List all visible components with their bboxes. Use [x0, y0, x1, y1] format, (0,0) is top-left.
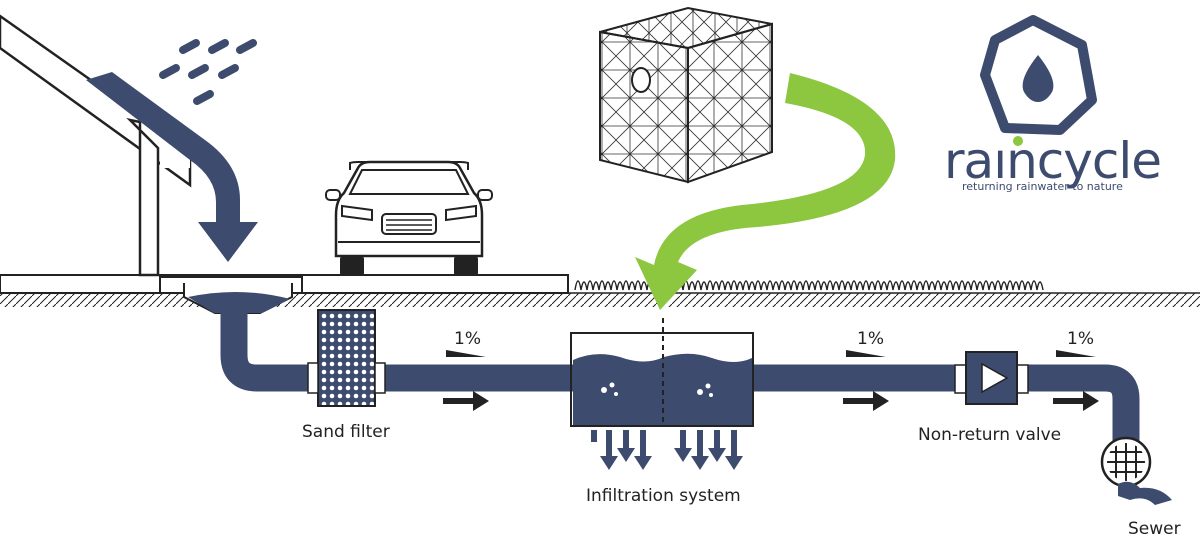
infiltration-system [570, 318, 754, 427]
raincycle-logo: raıncycle returning rainwater to nature [944, 15, 1162, 193]
non-return-valve-icon [954, 351, 1029, 405]
logo-name-i: ı [993, 132, 1006, 190]
sewer-grate-icon [1100, 436, 1172, 505]
car-icon [325, 160, 493, 276]
roof-icon [0, 14, 192, 277]
slope-label-2: 1% [857, 329, 884, 349]
rain-icon [159, 39, 257, 105]
label-non-return-valve: Non-return valve [918, 425, 1061, 445]
logo-name-part1: ra [944, 132, 993, 190]
green-arrow [635, 73, 896, 310]
runoff-flow [86, 72, 258, 262]
label-infiltration-system: Infiltration system [586, 486, 741, 506]
label-sewer: Sewer [1128, 519, 1181, 539]
crate-icon [599, 6, 773, 184]
infiltration-arrows [591, 430, 743, 470]
flow-arrows [443, 391, 1099, 411]
svg-text:raıncycle: raıncycle [944, 132, 1161, 190]
gully [159, 276, 303, 314]
label-sand-filter: Sand filter [302, 422, 390, 442]
sand-filter-icon [307, 309, 386, 407]
logo-name-part2: ncycle [1006, 132, 1161, 190]
slope-markers [446, 350, 1096, 357]
logo-tagline: returning rainwater to nature [962, 180, 1123, 193]
slope-label-3: 1% [1067, 329, 1094, 349]
hexagon-drop-icon [980, 15, 1097, 135]
grass-icon [574, 280, 1044, 291]
slope-label-1: 1% [454, 329, 481, 349]
logo-i-dot [1013, 136, 1023, 146]
